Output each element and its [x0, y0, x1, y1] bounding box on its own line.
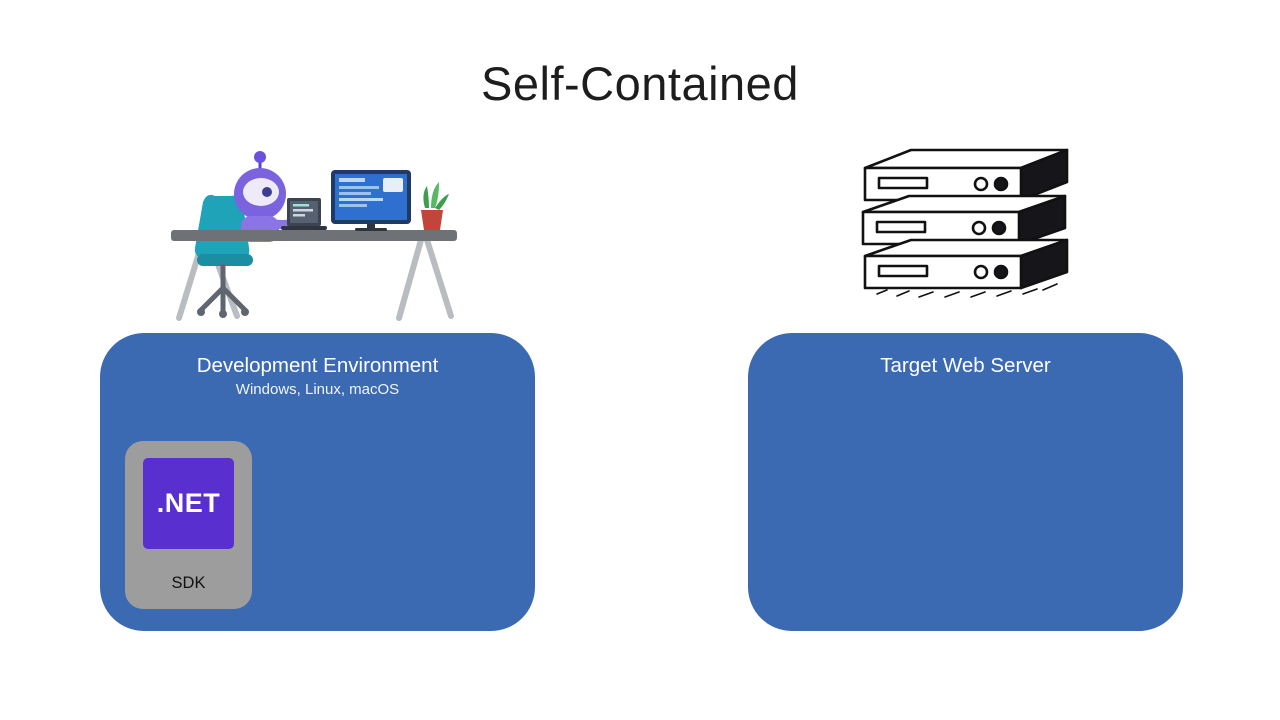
sdk-label: SDK [171, 574, 206, 592]
os-list-subtitle: Windows, Linux, macOS [235, 381, 400, 398]
developer-desk-icon [171, 151, 457, 321]
target-web-server-panel: Target Web Server [748, 333, 1183, 631]
server-unit [861, 194, 1067, 246]
server-stack-icon [861, 148, 1069, 298]
development-environment-title: Development Environment [196, 354, 439, 377]
chair-icon [194, 194, 253, 318]
target-web-server-title: Target Web Server [880, 354, 1051, 377]
dotnet-logo-text: .NET [156, 488, 221, 518]
dotnet-logo-icon: .NET [143, 458, 234, 549]
server-unit [863, 148, 1069, 202]
sdk-card: .NET SDK [125, 441, 252, 609]
page-title: Self-Contained [481, 57, 799, 110]
development-environment-panel: Development Environment Windows, Linux, … [100, 333, 535, 631]
developer-desk-illustration [163, 148, 465, 328]
plant-icon [421, 182, 449, 230]
server-unit [863, 238, 1069, 290]
shadow-hatching [876, 283, 1058, 298]
laptop-icon [281, 198, 327, 230]
desk-top [171, 230, 457, 241]
server-stack-illustration [853, 140, 1081, 318]
monitor-icon [331, 170, 411, 231]
